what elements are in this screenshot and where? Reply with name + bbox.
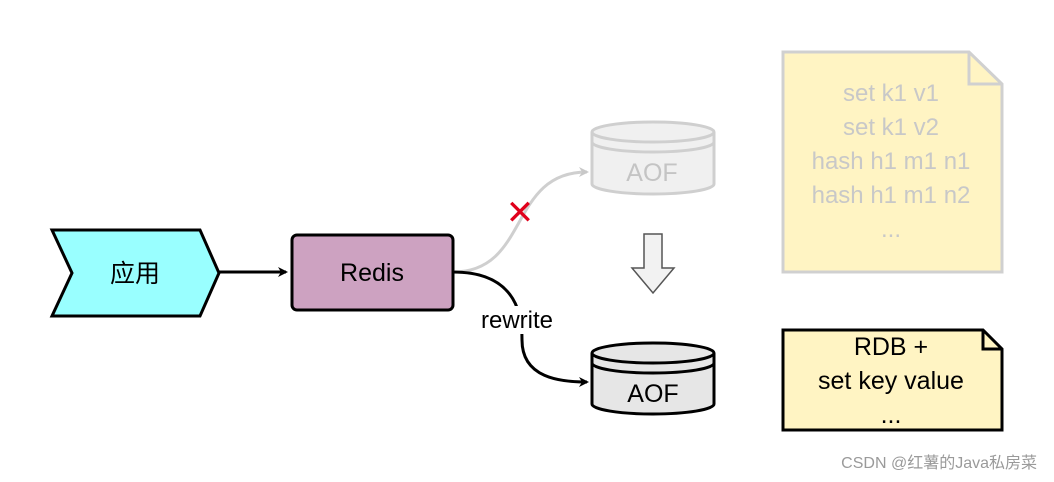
new-content-line: RDB + <box>854 333 928 361</box>
new-content-line: ... <box>881 401 902 429</box>
rewrite-label-bg <box>474 306 560 334</box>
redis-to-old-aof-edge <box>452 167 589 274</box>
app-shape <box>49 228 221 318</box>
blocked-mark: ✕ <box>506 194 535 232</box>
app-node: 应用 <box>49 228 221 318</box>
app-label: 应用 <box>110 260 160 288</box>
old-aof-label: AOF <box>626 159 677 187</box>
new-aof-label: AOF <box>627 380 678 408</box>
old-commands-note: set k1 v1 set k1 v2 hash h1 m1 n1 hash h… <box>781 50 1004 274</box>
old-command-line: hash h1 m1 n2 <box>812 182 971 209</box>
rewrite-label: rewrite <box>481 307 553 334</box>
old-command-line: set k1 v2 <box>843 114 939 141</box>
new-content-line: set key value <box>818 367 964 395</box>
redis-label: Redis <box>340 259 404 287</box>
down-arrow-icon <box>630 233 676 295</box>
old-aof-node: AOF <box>590 120 716 196</box>
redis-node: Redis <box>290 233 455 312</box>
redis-to-new-aof-edge <box>452 270 589 387</box>
new-content-note: RDB + set key value ... <box>781 328 1004 432</box>
old-command-line: hash h1 m1 n1 <box>812 148 971 175</box>
old-command-line: ... <box>881 216 901 243</box>
old-command-line: set k1 v1 <box>843 80 939 107</box>
new-aof-node: AOF <box>590 341 716 416</box>
watermark: CSDN @红薯的Java私房菜 <box>841 454 1037 472</box>
